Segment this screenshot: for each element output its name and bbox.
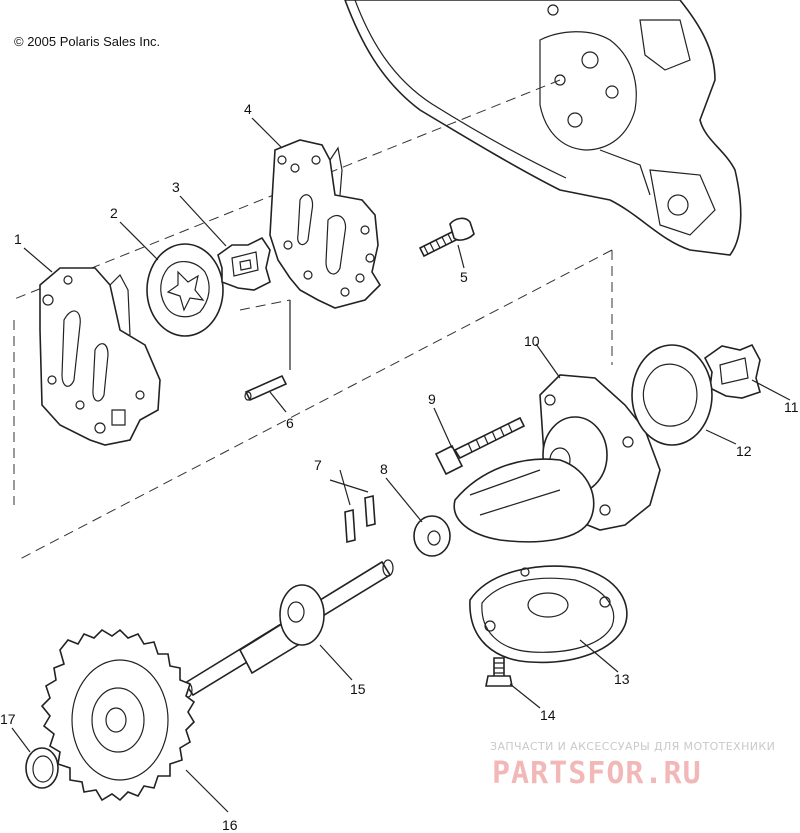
callout-11: 11	[784, 399, 799, 415]
callout-12: 12	[736, 443, 752, 459]
callout-leaders	[11, 117, 791, 813]
part-1-pump-plate	[39, 267, 161, 446]
callout-2: 2	[110, 205, 118, 221]
callout-17: 17	[0, 711, 16, 727]
callout-7: 7	[314, 457, 322, 473]
callout-labels: 1 2 3 4 5 6 7 8 9 10 11 12 13 14 15 16 1…	[0, 101, 799, 833]
part-9-bolt	[434, 416, 526, 476]
callout-10: 10	[524, 333, 540, 349]
part-2-outer-rotor	[146, 243, 224, 337]
part-10-pump-housing	[453, 374, 661, 543]
part-3-inner-rotor	[217, 236, 271, 291]
callout-1: 1	[14, 231, 22, 247]
engine-crankcase	[344, 0, 742, 256]
watermark-brand: PARTSFOR.RU	[492, 756, 702, 791]
callout-8: 8	[380, 461, 388, 477]
part-14-screw	[485, 657, 513, 687]
part-12-outer-rotor	[631, 344, 713, 446]
watermark: ЗАПЧАСТИ И АКСЕССУАРЫ ДЛЯ МОТОТЕХНИКИ PA…	[490, 740, 775, 791]
part-7-pins	[329, 469, 376, 544]
part-13-gasket	[469, 565, 628, 664]
callout-14: 14	[540, 707, 556, 723]
callout-6: 6	[286, 415, 294, 431]
part-11-inner-rotor	[703, 343, 761, 399]
callout-9: 9	[428, 391, 436, 407]
copyright-notice: © 2005 Polaris Sales Inc.	[14, 34, 160, 49]
watermark-tagline: ЗАПЧАСТИ И АКСЕССУАРЫ ДЛЯ МОТОТЕХНИКИ	[490, 740, 775, 753]
part-16-gear	[40, 628, 196, 802]
callout-13: 13	[614, 671, 630, 687]
callout-4: 4	[244, 101, 252, 117]
part-15-shaft	[183, 559, 394, 698]
part-6-dowel-pin	[244, 374, 288, 402]
callout-5: 5	[460, 269, 468, 285]
part-17-washer	[25, 747, 59, 789]
part-5-screw	[418, 217, 475, 258]
callout-15: 15	[350, 681, 366, 697]
part-4-pump-cover	[269, 139, 382, 309]
part-8-washer	[413, 515, 451, 557]
callout-16: 16	[222, 817, 238, 833]
callout-3: 3	[172, 179, 180, 195]
